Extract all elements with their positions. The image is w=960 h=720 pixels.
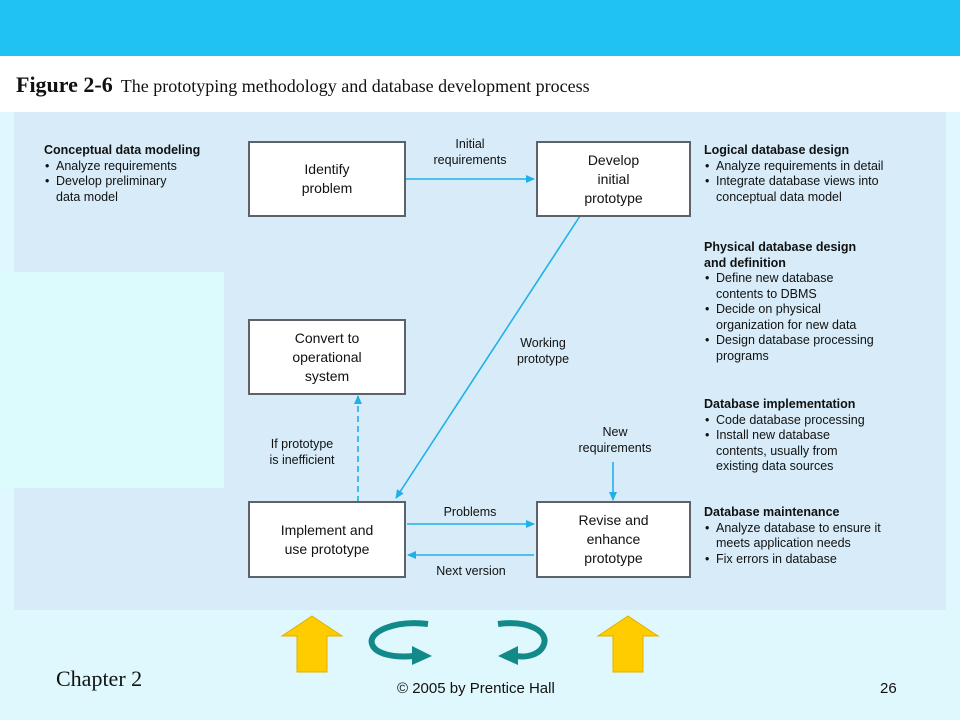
label-working-prototype: Working prototype — [516, 336, 570, 366]
note-logical-design: Logical database design Analyze requirem… — [704, 143, 944, 205]
note-item: Decide on physical organization for new … — [704, 302, 944, 333]
up-arrow-icon — [280, 615, 344, 673]
note-maintenance: Database maintenance Analyze database to… — [704, 505, 944, 567]
note-item: Define new database contents to DBMS — [704, 271, 944, 302]
note-heading: Physical database design and definition — [704, 240, 857, 270]
box-convert-system: Convert to operational system — [248, 319, 406, 395]
note-heading: Conceptual data modeling — [44, 143, 201, 157]
box-revise-prototype: Revise and enhance prototype — [536, 501, 691, 578]
figure-title: Figure 2-6 The prototyping methodology an… — [16, 72, 590, 98]
figure-caption: The prototyping methodology and database… — [120, 76, 590, 96]
label-initial-requirements: Initial requirements — [433, 137, 507, 167]
box-identify-problem: Identify problem — [248, 141, 406, 217]
note-item: Analyze requirements in detail — [704, 159, 944, 175]
up-arrow-icon — [596, 615, 660, 673]
figure-number: Figure 2-6 — [16, 72, 113, 97]
note-item: Analyze database to ensure it meets appl… — [704, 521, 944, 552]
blank-overlay — [0, 272, 224, 488]
note-item: Install new database contents, usually f… — [704, 428, 944, 475]
page-number: 26 — [880, 680, 897, 697]
cycle-arrow-icon — [368, 620, 432, 665]
note-item: Code database processing — [704, 413, 944, 429]
title-band — [0, 56, 960, 112]
copyright-text: © 2005 by Prentice Hall — [397, 680, 555, 697]
note-heading: Database maintenance — [704, 505, 840, 519]
chapter-label: Chapter 2 — [56, 666, 143, 691]
note-item: Analyze requirements — [44, 159, 244, 175]
note-heading: Logical database design — [704, 143, 850, 157]
cycle-arrow-icon — [497, 620, 548, 665]
arrow-develop-to-implement — [395, 215, 581, 499]
label-new-requirements: New requirements — [578, 425, 652, 455]
note-physical-design: Physical database design and definition … — [704, 240, 944, 364]
label-if-inefficient: If prototype is inefficient — [269, 437, 335, 467]
note-item: Design database processing programs — [704, 333, 944, 364]
note-item: Integrate database views into conceptual… — [704, 174, 944, 205]
note-heading: Database implementation — [704, 397, 856, 411]
label-next-version: Next version — [436, 564, 506, 578]
box-develop-prototype: Develop initial prototype — [536, 141, 691, 217]
box-implement-prototype: Implement and use prototype — [248, 501, 406, 578]
note-implementation: Database implementation Code database pr… — [704, 397, 944, 475]
note-conceptual-modeling: Conceptual data modeling Analyze require… — [44, 143, 244, 205]
label-problems: Problems — [443, 505, 497, 519]
top-banner — [0, 0, 960, 56]
note-item: Develop preliminary data model — [44, 174, 244, 205]
note-item: Fix errors in database — [704, 552, 944, 568]
